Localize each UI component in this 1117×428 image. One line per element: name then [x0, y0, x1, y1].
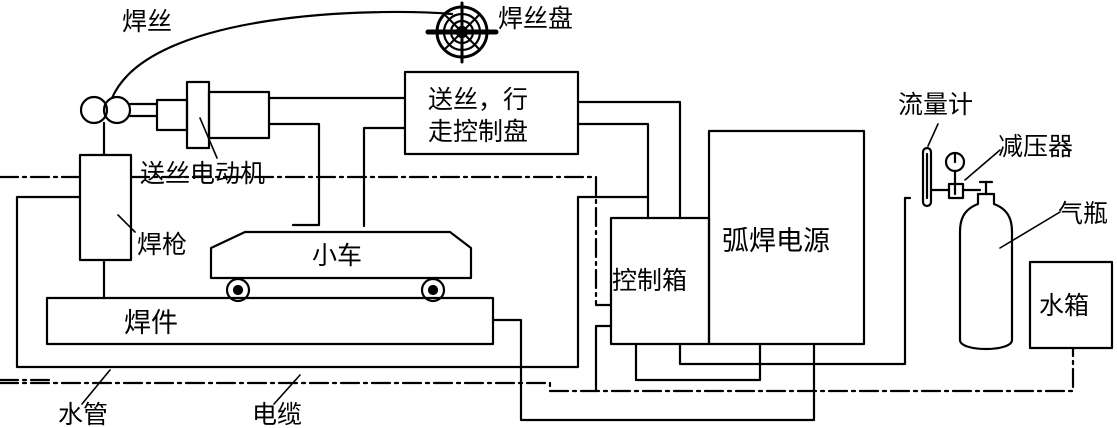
pressure-reducer-leader: [964, 149, 1001, 181]
workpiece: [45, 296, 495, 346]
control-box-label: 控制箱: [612, 266, 687, 295]
cable-label: 电缆: [252, 400, 302, 428]
water-pipe-leader: [81, 369, 111, 405]
cable-leader: [273, 374, 301, 405]
control-panel-label-line1: 送丝，行: [428, 85, 528, 114]
trolley-wheel-icon: [225, 277, 251, 303]
control-panel-label-line2: 走控制盘: [428, 117, 528, 146]
control-panel: [403, 70, 580, 156]
welding-torch: [78, 153, 133, 262]
flow-meter-icon: [921, 146, 933, 208]
workpiece-label: 焊件: [124, 308, 178, 339]
arc-power-source-label: 弧焊电源: [722, 226, 830, 257]
pressure-reducer-label: 减压器: [998, 132, 1073, 161]
torch-label: 焊枪: [137, 230, 187, 259]
water-pipe-label: 水管: [58, 400, 108, 428]
gas-cylinder-label: 气瓶: [1058, 199, 1108, 228]
flow-meter-label: 流量计: [898, 90, 973, 119]
trolley-wheel-icon: [420, 277, 446, 303]
flow-meter-leader: [927, 123, 939, 147]
arc-power-source: [707, 129, 866, 346]
water-tank: [1028, 260, 1114, 350]
pressure-reducer-icon: [929, 151, 994, 200]
wire-reel-icon: [425, 1, 499, 64]
water-tank-label: 水箱: [1039, 291, 1089, 320]
cable: [0, 346, 1075, 393]
gas-cylinder-leader: [999, 211, 1061, 249]
trolley-body: [209, 230, 473, 280]
torch-leader: [117, 214, 136, 233]
wire-feed-motor-label: 送丝电动机: [140, 159, 265, 188]
trolley-label: 小车: [312, 241, 362, 270]
wire-label: 焊丝: [122, 7, 172, 36]
wire-feed-motor: [155, 80, 271, 150]
welding-wire: [110, 10, 454, 100]
feed-rollers-icon: [79, 95, 132, 125]
gas-cylinder-icon: [958, 192, 1014, 350]
motor-leader: [199, 117, 218, 159]
wire-reel-label: 焊丝盘: [498, 4, 573, 33]
